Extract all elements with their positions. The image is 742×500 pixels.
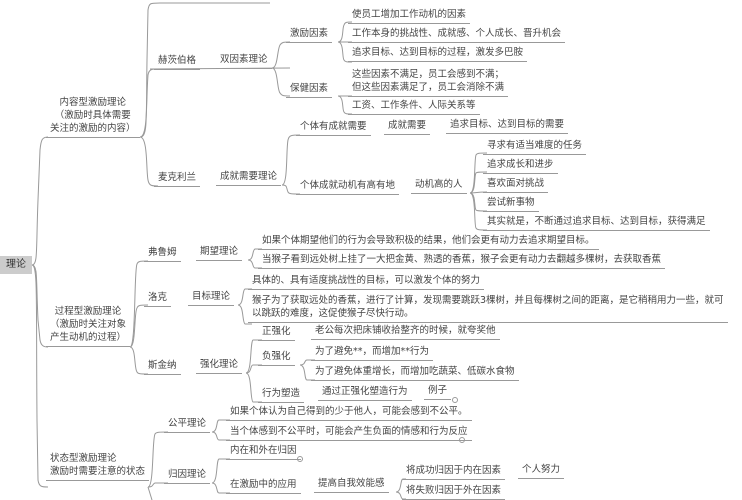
hygiene-item[interactable]: 工资、工作条件、人际关系等 bbox=[348, 99, 480, 115]
equity-item[interactable]: 如果个体认为自己得到的少于他人，可能会感到不公平。 bbox=[226, 405, 472, 421]
motivator-item[interactable]: 工作本身的挑战性、成就感、个人成长、晋升机会 bbox=[348, 27, 566, 43]
locke-node[interactable]: 洛克 bbox=[144, 291, 172, 307]
motivator-item[interactable]: 追求目标、达到目标的过程，激发多巴胺 bbox=[348, 46, 528, 62]
personal-effort-node[interactable]: 个人努力 bbox=[518, 463, 565, 479]
equity-theory-node[interactable]: 公平理论 bbox=[164, 417, 211, 433]
mcclelland-node[interactable]: 麦克利兰 bbox=[154, 171, 201, 187]
shaping-node[interactable]: 行为塑造 bbox=[258, 387, 305, 403]
achievement-desc-node[interactable]: 追求目标、达到目标的需要 bbox=[446, 118, 569, 134]
achievement-theory-node[interactable]: 成就需要理论 bbox=[216, 170, 282, 186]
reinforcement-theory-node[interactable]: 强化理论 bbox=[196, 358, 243, 374]
motivator-item[interactable]: 使员工增加工作动机的因素 bbox=[348, 8, 471, 24]
hygiene-node[interactable]: 保健因素 bbox=[286, 82, 333, 98]
equity-item[interactable]: 当个体感到不公平时，可能会产生负面的情感和行为反应 bbox=[226, 425, 472, 441]
goal-item[interactable]: 猴子为了获取远处的香蕉，进行了计算，发现需要跳跃3棵树，并且每棵树之间的距离，是… bbox=[248, 294, 728, 323]
root-node[interactable]: 理论 bbox=[0, 256, 32, 274]
success-attribution-node[interactable]: 将成功归因于内在因素 bbox=[402, 464, 506, 480]
vroom-node[interactable]: 弗鲁姆 bbox=[144, 246, 181, 262]
goal-item[interactable]: 具体的、具有适度挑战性的目标，可以激发个体的努力 bbox=[248, 274, 485, 290]
achievement-sub-node[interactable]: 成就需要 bbox=[384, 119, 431, 135]
attribution-theory-node[interactable]: 归因理论 bbox=[164, 468, 211, 484]
state-theory-node[interactable]: 状态型激励理论 激励时需要注意的状态 bbox=[46, 452, 150, 481]
achievement-need-node[interactable]: 个体有成就需要 bbox=[296, 120, 371, 136]
positive-item[interactable]: 老公每次把床铺收拾整齐的时候，就夸奖他 bbox=[311, 324, 500, 340]
application-node[interactable]: 在激励中的应用 bbox=[226, 478, 301, 494]
high-motive-item[interactable]: 其实就是，不断通过追求目标、达到目标，获得满足 bbox=[483, 215, 710, 231]
self-efficacy-node[interactable]: 提高自我效能感 bbox=[314, 477, 389, 493]
high-motive-node[interactable]: 动机高的人 bbox=[411, 178, 467, 194]
expectancy-item[interactable]: 如果个体期望他们的行为会导致积极的结果，他们会更有动力去追求期望目标。 bbox=[258, 234, 599, 250]
positive-reinforcement-node[interactable]: 正强化 bbox=[258, 325, 295, 341]
example-node[interactable]: 例子 bbox=[424, 384, 452, 400]
negative-item[interactable]: 为了避免**，而增加**行为 bbox=[311, 345, 434, 361]
negative-reinforcement-node[interactable]: 负强化 bbox=[258, 350, 295, 366]
content-theory-node[interactable]: 内容型激励理论 （激励时具体需要 关注的激励的内容） bbox=[46, 96, 140, 138]
skinner-node[interactable]: 斯金纳 bbox=[144, 359, 181, 375]
high-motive-item[interactable]: 喜欢面对挑战 bbox=[483, 177, 549, 193]
high-motive-item[interactable]: 尝试新事物 bbox=[483, 196, 539, 212]
expectancy-item[interactable]: 当猴子看到远处树上挂了一大把金黄、熟透的香蕉，猴子会更有动力去翻越多棵树，去获取… bbox=[258, 253, 666, 269]
shaping-desc-node[interactable]: 通过正强化塑造行为 bbox=[318, 385, 412, 401]
motivators-node[interactable]: 激励因素 bbox=[286, 27, 333, 43]
expectancy-theory-node[interactable]: 期望理论 bbox=[196, 245, 243, 261]
motive-level-node[interactable]: 个体成就动机有高有地 bbox=[296, 179, 400, 195]
negative-item[interactable]: 为了避免体重增长，而增加吃蔬菜、低碳水食物 bbox=[311, 365, 519, 381]
high-motive-item[interactable]: 追求成长和进步 bbox=[483, 158, 558, 174]
high-motive-item[interactable]: 寻求有适当难度的任务 bbox=[483, 139, 587, 155]
hygiene-item[interactable]: 这些因素不满足，员工会感到不满； 但这些因素满足了，员工会消除不满 bbox=[348, 68, 509, 97]
two-factor-theory-node[interactable]: 双因素理论 bbox=[216, 53, 272, 69]
herzberg-node[interactable]: 赫茨伯格 bbox=[154, 54, 201, 70]
failure-attribution-node[interactable]: 将失败归因于外在因素 bbox=[402, 484, 506, 500]
process-theory-node[interactable]: 过程型激励理论 （激励时关注对象 产生动机的过程） bbox=[46, 305, 131, 347]
goal-theory-node[interactable]: 目标理论 bbox=[188, 290, 235, 306]
internal-external-node[interactable]: 内在和外在归因 bbox=[226, 444, 301, 460]
